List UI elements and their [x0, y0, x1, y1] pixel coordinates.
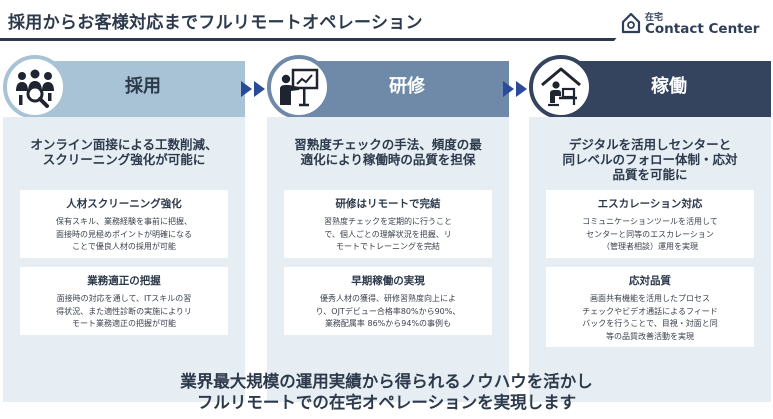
- column-header: 稼働: [529, 55, 771, 119]
- chevron-right-icon: [502, 80, 530, 98]
- column-icon-circle: [3, 55, 67, 119]
- chevron-right-icon: [240, 80, 268, 98]
- column-icon-circle: [267, 55, 331, 119]
- footer-message: 業界最大規模の運用実績から得られるノウハウを活かし フルリモートでの在宅オペレー…: [0, 371, 773, 413]
- card-text: 習熟度チェックを定期的に行うこと で、個人ごとの理解状況を把握、リ モートでトレ…: [324, 217, 452, 251]
- info-card: エスカレーション対応 コミュニケーションツールを活用して センターと同等のエスカ…: [546, 190, 754, 258]
- column-band: [297, 61, 509, 117]
- page-title: 採用からお客様対応までフルリモートオペレーション: [8, 13, 423, 33]
- trainer-presentation-icon: [280, 68, 319, 107]
- column-body: 習熟度チェックの手法、頻度の最 適化により稼働時の品質を担保 研修はリモートで完…: [267, 117, 509, 402]
- column-lead: デジタルを活用しセンターと 同レベルのフォロー体制・応対 品質を可能に: [562, 137, 738, 182]
- column-band: [559, 61, 771, 117]
- card-text: 保有スキル、業務経験を事前に把握、 面接時の見極めポイントが明確になる ことで優…: [56, 217, 192, 251]
- info-card: 応対品質 画面共有機能を活用したプロセス チェックやビデオ通話によるフィード バ…: [546, 267, 754, 347]
- title-underline-cap: [600, 38, 617, 41]
- title-underline: [0, 38, 604, 41]
- column-header: 採用: [3, 55, 245, 119]
- card-title: 人材スクリーニング強化: [66, 198, 182, 210]
- column-lead: 習熟度チェックの手法、頻度の最 適化により稼働時の品質を担保: [294, 137, 482, 167]
- info-card: 研修はリモートで完結 習熟度チェックを定期的に行うこと で、個人ごとの理解状況を…: [284, 190, 492, 258]
- column-body: オンライン面接による工数削減、 スクリーニング強化が可能に 人材スクリーニング強…: [3, 117, 245, 402]
- logo-main-text: Contact Center: [645, 21, 760, 37]
- footer-line-2: フルリモートでの在宅オペレーションを実現します: [196, 393, 577, 412]
- info-card: 業務適正の把握 面接時の対応を通して、ITスキルの習 得状況、また適性診断の実施…: [20, 267, 228, 335]
- card-title: 早期稼働の実現: [351, 275, 425, 287]
- logo-small-text: 在宅: [645, 13, 664, 23]
- brand-logo: 在宅 Contact Center: [621, 9, 769, 39]
- card-text: 画面共有機能を活用したプロセス チェックやビデオ通話によるフィード バックを行う…: [582, 294, 718, 341]
- card-text: 面接時の対応を通して、ITスキルの習 得状況、また適性診断の実施によりリ モート…: [56, 294, 192, 328]
- column-lead: オンライン面接による工数削減、 スクリーニング強化が可能に: [30, 137, 218, 167]
- interview-people-icon: [16, 69, 54, 108]
- card-text: 優秀人材の獲得、研修習熟度向上によ り、OJTデビュー合格率80%から90%、 …: [315, 294, 461, 328]
- column-icon-circle: [529, 55, 593, 119]
- footer-line-1: 業界最大規模の運用実績から得られるノウハウを活かし: [180, 372, 593, 391]
- house-logo-icon: [621, 12, 641, 34]
- card-title: 応対品質: [629, 275, 671, 287]
- info-card: 早期稼働の実現 優秀人材の獲得、研修習熟度向上によ り、OJTデビュー合格率80…: [284, 267, 492, 335]
- column-label: 採用: [125, 76, 161, 97]
- card-title: 業務適正の把握: [87, 275, 161, 287]
- column-label: 稼働: [651, 76, 687, 97]
- column-band: [33, 61, 245, 117]
- column-label: 研修: [389, 76, 425, 97]
- card-text: コミュニケーションツールを活用して センターと同等のエスカレーション （管理者相…: [582, 217, 718, 251]
- card-title: 研修はリモートで完結: [335, 198, 441, 210]
- column-body: デジタルを活用しセンターと 同レベルのフォロー体制・応対 品質を可能に エスカレ…: [529, 117, 771, 402]
- home-worker-icon: [541, 67, 581, 107]
- info-card: 人材スクリーニング強化 保有スキル、業務経験を事前に把握、 面接時の見極めポイン…: [20, 190, 228, 258]
- card-title: エスカレーション対応: [597, 198, 703, 210]
- column-header: 研修: [267, 55, 509, 119]
